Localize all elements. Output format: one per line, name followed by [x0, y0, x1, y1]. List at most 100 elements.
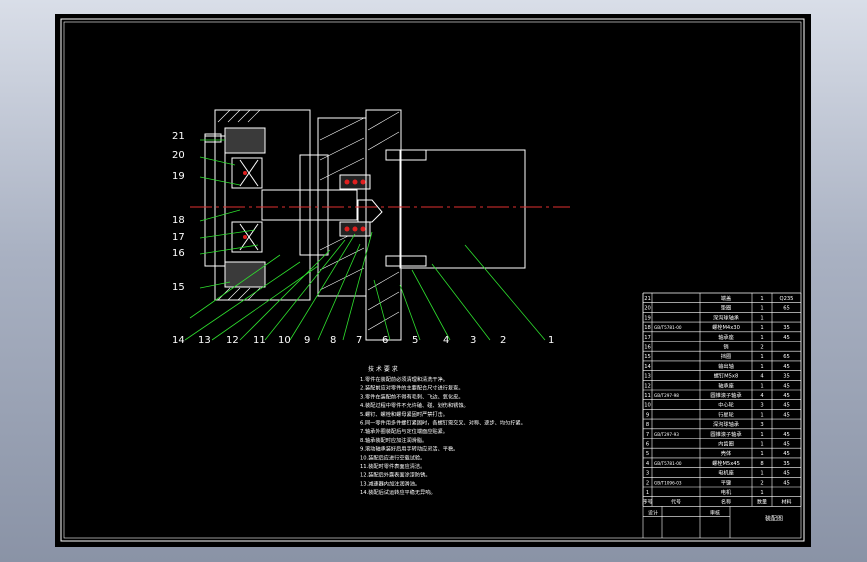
motor-body	[399, 149, 526, 269]
bom-cell: 2	[646, 480, 649, 486]
callout-label: 6	[382, 335, 388, 346]
bom-cell: 35	[783, 374, 790, 380]
callout-label: 9	[304, 335, 310, 346]
bom-cell: 45	[783, 480, 790, 486]
bom-cell: 2	[760, 345, 763, 351]
bom-cell: 3	[760, 403, 763, 409]
bom-header-cell: 数量	[757, 499, 767, 506]
bom-cell: 平键	[721, 478, 731, 486]
title-block-sub: 审核	[710, 509, 720, 516]
title-block-drawing-name: 装配图	[765, 514, 783, 522]
note-line: 12.装配后外露表面涂漆防锈。	[360, 471, 431, 479]
bom-cell: 45	[783, 403, 790, 409]
callout-label: 20	[172, 150, 185, 161]
callout-label: 1	[548, 335, 554, 346]
bom-cell: 11	[644, 393, 651, 399]
bom-cell: 1	[760, 412, 763, 418]
bom-cell: GB/T5781-00	[654, 325, 682, 330]
bom-cell: 中心轮	[718, 401, 734, 409]
callout-label: 17	[172, 232, 185, 243]
bearing-upper	[224, 127, 266, 154]
bom-cell: 65	[783, 354, 790, 360]
bom-cell: 1	[760, 325, 763, 331]
callout-label: 10	[278, 335, 291, 346]
bom-header-cell: 材料	[781, 499, 791, 506]
bom-cell: 1	[760, 354, 763, 360]
bom-cell: 16	[644, 345, 651, 351]
callout-label: 7	[356, 335, 362, 346]
note-line: 7.轴承外圈装配后与定位端面应贴紧。	[360, 427, 448, 435]
bom-cell: 销	[723, 343, 728, 351]
bom-cell: 45	[783, 451, 790, 457]
motor-flange	[365, 109, 402, 341]
coupling	[357, 199, 383, 223]
callout-label: 4	[443, 335, 449, 346]
bearing-cage-upper	[231, 157, 263, 189]
bearing-cage-lower	[231, 221, 263, 253]
bom-cell: GB/T5781-00	[654, 461, 682, 466]
note-line: 11.装配时零件表面应清洁。	[360, 462, 425, 470]
outer-frame	[60, 18, 805, 542]
bom-header-cell: 名称	[721, 499, 731, 506]
callout-label: 21	[172, 131, 185, 142]
bom-cell: 7	[646, 432, 649, 438]
bom-cell: 1	[760, 335, 763, 341]
bom-cell: 垫圈	[721, 304, 731, 312]
bom-cell: 1	[760, 364, 763, 370]
bom-cell: 12	[644, 383, 651, 389]
bom-cell: 45	[783, 442, 790, 448]
bom-cell: 1	[646, 490, 649, 496]
callout-label: 18	[172, 215, 185, 226]
output-shaft	[261, 189, 358, 221]
note-line: 4.装配过程中零件不允许磕、碰、划伤和锈蚀。	[360, 401, 469, 409]
end-cover	[204, 135, 226, 267]
bom-cell: 螺栓M4x30	[712, 323, 740, 331]
bom-cell: 45	[783, 412, 790, 418]
note-line: 9.滚动轴承装好后用手转动应灵活、平稳。	[360, 445, 458, 453]
title-block-designer: 设计	[648, 509, 658, 516]
technical-notes: 技 术 要 求1.零件在装配前必须清理和清洗干净。2.装配前应对零件的主要配合尺…	[360, 365, 526, 496]
housing-outline	[214, 109, 311, 301]
inner-frame	[63, 21, 802, 539]
bom-cell: 深沟球轴承	[713, 313, 740, 321]
bom-cell: GB/T297-98	[654, 393, 679, 398]
bom-cell: 13	[644, 374, 651, 380]
bom-cell: 4	[646, 461, 650, 467]
bom-cell: 内齿圈	[718, 440, 734, 448]
callout-label: 8	[330, 335, 336, 346]
bom-cell: 8	[760, 461, 763, 467]
callout-label: 2	[500, 335, 506, 346]
bom-cell: 3	[760, 422, 763, 428]
note-line: 3.零件在装配前不得有毛刺、飞边、氧化皮。	[360, 392, 464, 400]
bom-header-cell: 序号	[642, 499, 652, 506]
bom-cell: 10	[644, 403, 651, 409]
note-line: 13.减速器内加注润滑油。	[360, 479, 420, 487]
bom-cell: 35	[783, 325, 790, 331]
bom-cell: 输出轴	[718, 362, 734, 370]
assembly-section-view	[190, 109, 570, 341]
bom-cell: 1	[760, 296, 763, 302]
bom-cell: 2	[760, 480, 763, 486]
note-line: 5.螺钉、螺栓和螺母紧固时严禁打击。	[360, 410, 448, 418]
bom-cell: 20	[644, 306, 651, 312]
bom-cell: 壳体	[721, 449, 732, 457]
bom-cell: 1	[760, 383, 763, 389]
bom-cell: 5	[646, 451, 649, 457]
bolt-lower	[385, 255, 427, 267]
bom-cell: GB/T1096-03	[654, 480, 682, 485]
callout-label: 11	[253, 335, 266, 346]
callout-label: 19	[172, 171, 185, 182]
callout-label: 13	[198, 335, 211, 346]
bom-cell: 挡圈	[721, 352, 731, 360]
bom-cell: 35	[783, 461, 790, 467]
bearing-balls	[243, 171, 366, 239]
bom-cell: 4	[760, 393, 764, 399]
bom-cell: 19	[644, 315, 651, 321]
bom-cell: 圆锥滚子轴承	[710, 430, 742, 438]
bom-cell: 行星轮	[718, 410, 734, 418]
bom-cell: 深沟球轴承	[713, 420, 740, 428]
